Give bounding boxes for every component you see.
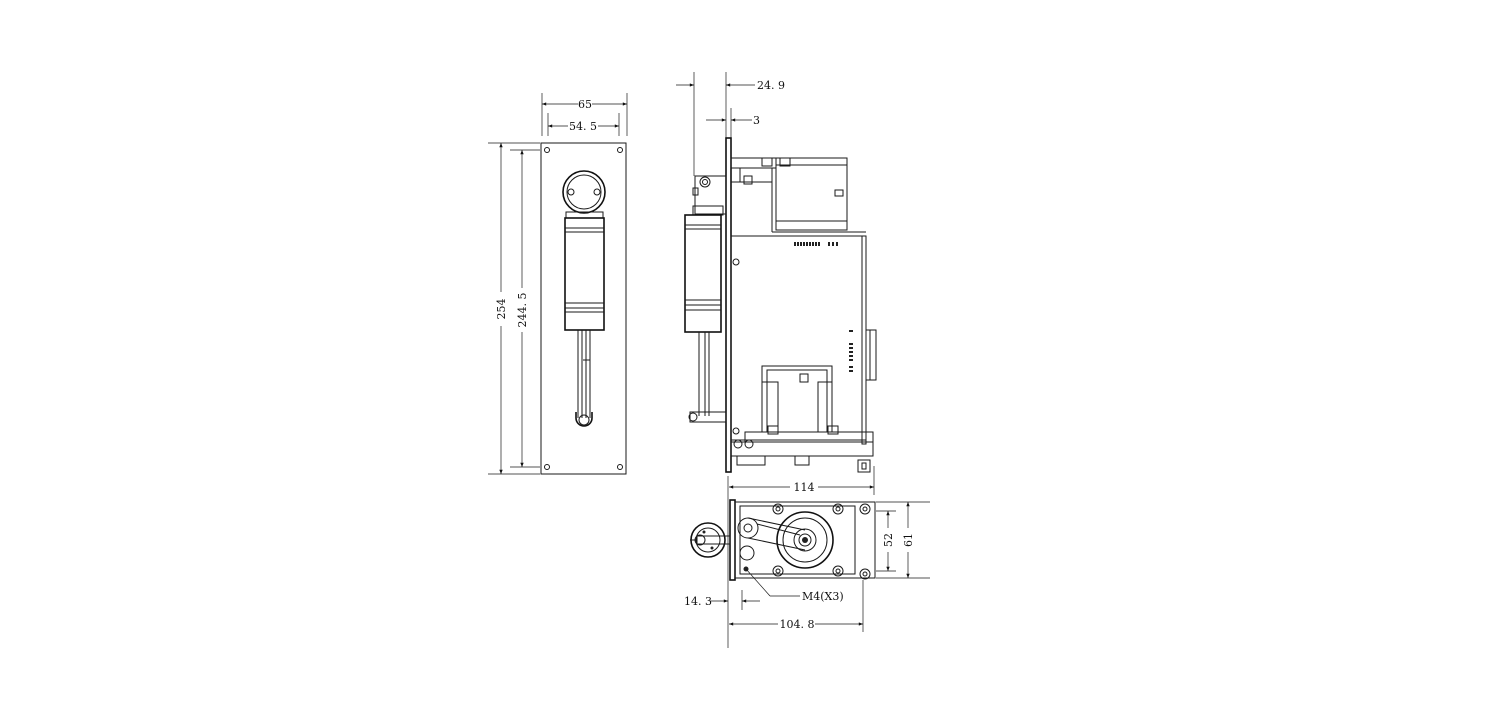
bottom-small-gear: [737, 517, 806, 572]
dim-left-offset: 14. 3: [684, 590, 760, 610]
dim-height-outer: 254: [488, 142, 540, 475]
bottom-main-gear: [776, 511, 834, 569]
front-panel: [540, 142, 627, 475]
dim-hole-spacing-label: 104. 8: [780, 618, 815, 631]
bottom-view: 52 61 14. 3 M4(X3) 104. 8: [684, 476, 930, 648]
hole-callout-label: M4(X3): [802, 590, 844, 603]
dim-height-inner-label: 244. 5: [516, 293, 529, 328]
side-pcb-small-pins: [849, 330, 853, 372]
dim-bottom-outer-height: 61: [876, 501, 930, 579]
front-view: 65 54. 5 254 244. 5: [488, 93, 628, 475]
dim-depth: 114: [728, 466, 875, 495]
hole-callout: M4(X3): [745, 568, 844, 603]
dim-height-outer-label: 254: [495, 299, 508, 320]
dim-width-inner-label: 54. 5: [569, 120, 597, 133]
dim-top-offset: 24. 9: [676, 72, 785, 176]
dim-top-offset-label: 24. 9: [757, 79, 785, 92]
dim-bottom-outer-height-label: 61: [902, 533, 915, 547]
dim-width-outer: 65: [541, 93, 628, 136]
dim-bottom-inner-height: 52: [876, 510, 896, 572]
side-connector-block: [730, 157, 866, 233]
dim-panel-thickness-label: 3: [753, 114, 760, 127]
dim-bottom-inner-height-label: 52: [882, 533, 895, 547]
front-rod: [575, 330, 593, 427]
front-mounting-holes: [544, 147, 623, 470]
dim-width-outer-label: 65: [578, 98, 592, 111]
bottom-panel-edge: [729, 499, 736, 581]
side-cylinder: [684, 214, 727, 423]
side-view: 24. 9 3 114: [676, 72, 877, 495]
side-pcb: [730, 235, 877, 445]
bottom-handle-wheel: [690, 522, 731, 558]
dim-hole-spacing: 104. 8: [728, 580, 864, 632]
dim-depth-label: 114: [794, 481, 815, 494]
dim-panel-thickness: 3: [706, 108, 760, 138]
side-panel-plate: [725, 137, 732, 473]
bottom-gearbox: [734, 501, 876, 579]
front-knob: [562, 170, 606, 219]
side-screws: [732, 258, 754, 449]
side-bracket: [692, 175, 727, 216]
side-gear-block: [730, 365, 874, 473]
dim-left-offset-label: 14. 3: [684, 595, 712, 608]
front-cylinder: [564, 217, 605, 331]
dim-height-inner: 244. 5: [510, 149, 540, 468]
side-pcb-pins: [794, 242, 838, 246]
bottom-screws: [772, 503, 871, 580]
dim-width-inner: 54. 5: [547, 113, 620, 136]
